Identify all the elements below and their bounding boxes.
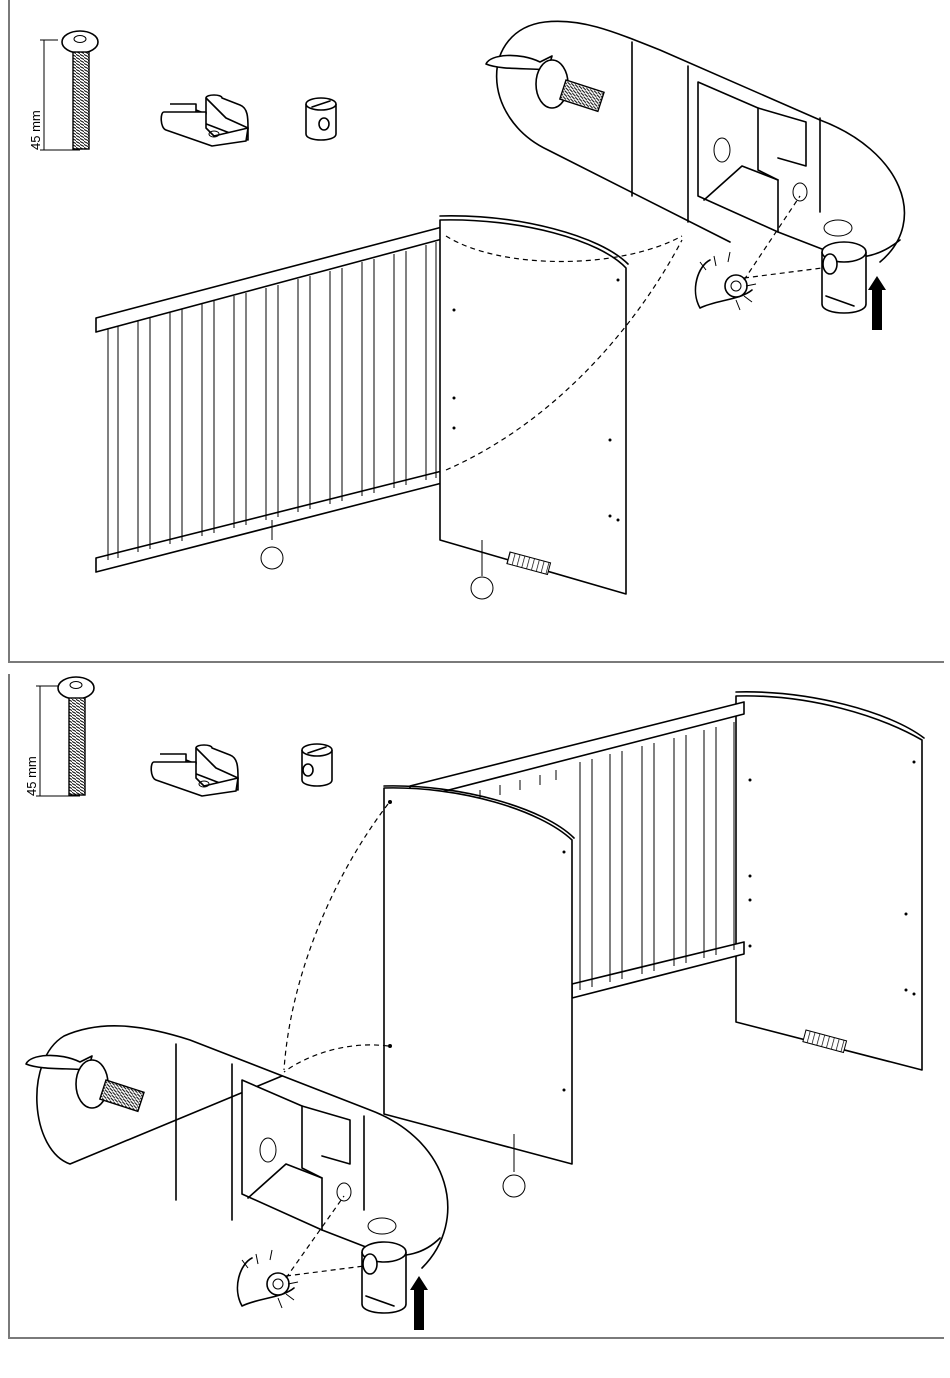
insert-up-arrow-icon-2 [410, 1276, 428, 1330]
barrel-nut-detail-icon-2 [362, 1242, 406, 1313]
bracket-icon-2 [151, 745, 238, 796]
bolt-45mm-icon-2 [36, 677, 94, 796]
bolt-length-label: 45 mm [28, 110, 43, 150]
callout-side-rail [261, 547, 283, 569]
bolt-length-label-2: 45 mm [24, 756, 39, 796]
end-panel [440, 216, 628, 599]
rail-slats [108, 242, 436, 560]
bolt-45mm-icon [40, 31, 98, 150]
eye-alignment-icon-2 [237, 1250, 298, 1308]
callout-end-panel [471, 577, 493, 599]
side-rail-slatted [96, 226, 446, 572]
callout-end-panel-2 [503, 1175, 525, 1197]
insert-up-arrow-icon [868, 276, 886, 330]
step-2-panel: 45 mm [9, 674, 944, 1338]
detail-zoom-bubble-1 [486, 21, 904, 262]
rear-end-panel [736, 692, 924, 1070]
barrel-nut-detail-icon [822, 242, 866, 313]
bracket-icon [161, 95, 248, 146]
step-1-panel: 45 mm [9, 0, 944, 662]
barrel-nut-icon-2 [302, 744, 332, 786]
eye-alignment-icon [695, 252, 756, 310]
barrel-nut-icon [306, 98, 336, 140]
